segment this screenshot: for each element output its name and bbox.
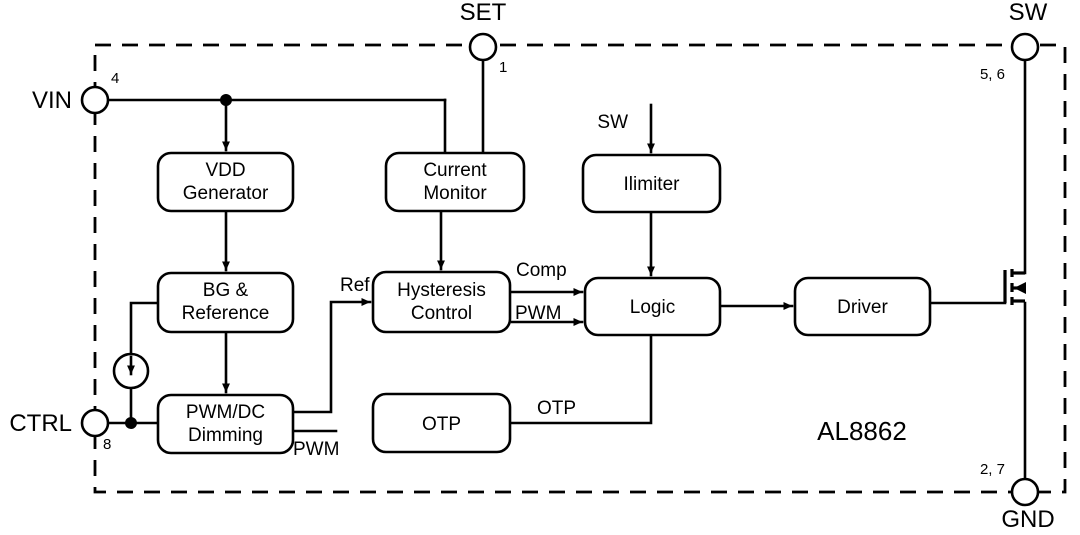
pin-set-number: 1 [499,59,507,76]
block-pwm-dc-dimming[interactable]: PWM/DC Dimming [156,393,295,455]
block-vdd-generator[interactable]: VDD Generator [156,151,295,213]
signal-label-comp: Comp [516,260,567,281]
block-ilimiter-label: Ilimiter [624,174,681,195]
pin-sw-label: SW [1009,0,1048,26]
part-name-label: AL8862 [817,416,907,446]
block-bg-reference[interactable]: BG & Reference [156,271,295,334]
block-hysteresis-control-line-2: Control [411,303,472,324]
signal-label-sw-input: SW [597,112,628,133]
wire-otp-to-logic [508,333,653,425]
wire-bg-reference-to-current-source [129,301,160,356]
block-bg-reference-line-1: BG & [203,280,249,301]
pin-gnd-label: GND [1001,506,1054,533]
pin-ctrl-label: CTRL [9,410,72,437]
block-driver-label: Driver [837,297,888,318]
signal-label-pwm-logic: PWM [515,303,561,324]
block-vdd-generator-line-2: Generator [183,183,269,204]
block-bg-reference-line-2: Reference [182,303,270,324]
block-current-monitor-line-2: Monitor [423,183,487,204]
pin-set[interactable]: SET 1 [460,0,508,76]
block-hysteresis-control-line-1: Hysteresis [397,280,486,301]
signal-label-ref: Ref [340,275,370,296]
ic-boundary [93,43,1067,494]
block-ilimiter[interactable]: Ilimiter [581,153,722,214]
pin-vin-number: 4 [111,70,119,87]
block-driver[interactable]: Driver [793,276,932,337]
signal-label-otp: OTP [537,398,576,419]
block-pwm-dc-dimming-line-2: Dimming [188,425,263,446]
wire-pwm-dimming-ref-to-hysteresis [291,298,372,414]
block-hysteresis-control[interactable]: Hysteresis Control [371,270,512,334]
block-otp[interactable]: OTP [371,392,512,454]
block-logic[interactable]: Logic [583,276,722,337]
current-source-symbol [112,352,150,390]
block-vdd-generator-line-1: VDD [205,160,245,181]
pin-sw-number: 5, 6 [980,66,1005,83]
n-channel-mosfet-symbol [1003,269,1026,305]
block-logic-label: Logic [630,297,675,318]
signal-label-pwm-output: PWM [293,439,339,460]
pin-gnd[interactable]: GND 2, 7 [980,461,1055,533]
pin-ctrl-number: 8 [103,436,111,453]
pin-ctrl[interactable]: CTRL 8 [9,408,111,453]
junction-dot-ctrl [125,417,137,429]
block-current-monitor[interactable]: Current Monitor [384,151,526,213]
block-pwm-dc-dimming-line-1: PWM/DC [186,402,265,423]
junction-dot-vin [220,94,232,106]
pin-vin-label: VIN [32,87,72,114]
pin-sw[interactable]: SW 5, 6 [980,0,1048,83]
pin-set-label: SET [460,0,507,26]
block-otp-label: OTP [422,414,461,435]
pin-gnd-number: 2, 7 [980,461,1005,478]
pin-vin[interactable]: VIN 4 [32,70,119,115]
block-current-monitor-line-1: Current [423,160,487,181]
